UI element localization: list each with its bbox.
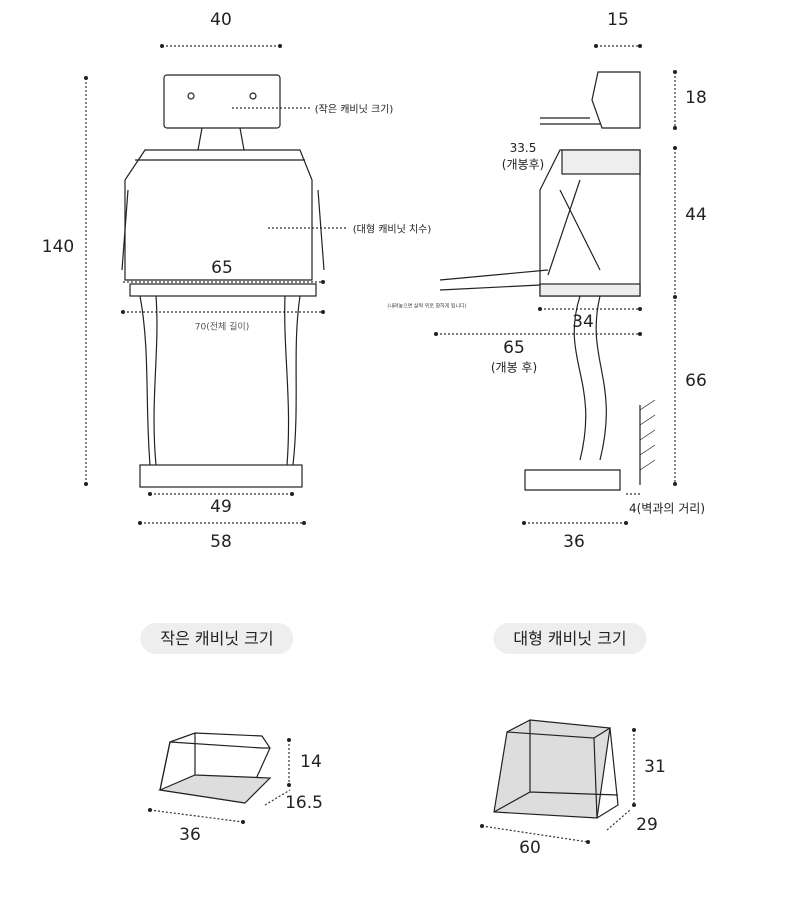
front-base-inner: 49 xyxy=(210,497,232,517)
large-cabinet-depth: 29 xyxy=(636,815,658,835)
front-top-width: 40 xyxy=(210,10,232,30)
side-top-depth: 15 xyxy=(607,10,629,30)
front-view xyxy=(121,74,325,488)
front-base-outer: 58 xyxy=(210,532,232,552)
small-cabinet-label: (작은 캐비닛 크기) xyxy=(314,104,394,116)
side-open-length: 33.5 xyxy=(509,141,537,155)
side-depth: 34 xyxy=(572,312,594,332)
large-cabinet-label: (대형 캐비닛 치수) xyxy=(352,224,432,236)
side-open-total: 65 xyxy=(503,338,525,358)
front-height: 140 xyxy=(41,237,75,257)
large-cabinet-title: 대형 캐비닛 크기 xyxy=(493,623,647,654)
front-total-length: 70(전체 길이) xyxy=(194,322,250,333)
small-cabinet-title: 작은 캐비닛 크기 xyxy=(140,623,294,654)
side-view xyxy=(439,71,656,491)
large-cabinet-width: 60 xyxy=(519,838,541,858)
small-cabinet-depth: 16.5 xyxy=(285,793,323,813)
large-cabinet-height: 31 xyxy=(644,757,666,777)
small-cabinet-height: 14 xyxy=(300,752,322,772)
side-base-depth: 36 xyxy=(563,532,585,552)
front-cabinet-width: 65 xyxy=(211,258,233,278)
side-leg-height: 66 xyxy=(685,371,707,391)
side-large-height: 44 xyxy=(685,205,707,225)
small-cabinet-3d xyxy=(157,732,272,804)
small-cabinet-width: 36 xyxy=(179,825,201,845)
side-tilt-note: (내려놓으면 살짝 위로 향하게 됩니다) xyxy=(387,303,467,310)
side-open-total-note: (개봉 후) xyxy=(490,360,538,375)
large-cabinet-3d xyxy=(493,719,619,819)
side-open-note: (개봉후) xyxy=(501,157,545,172)
side-small-height: 18 xyxy=(685,88,707,108)
side-wall-gap: 4(벽과의 거리) xyxy=(628,501,706,516)
